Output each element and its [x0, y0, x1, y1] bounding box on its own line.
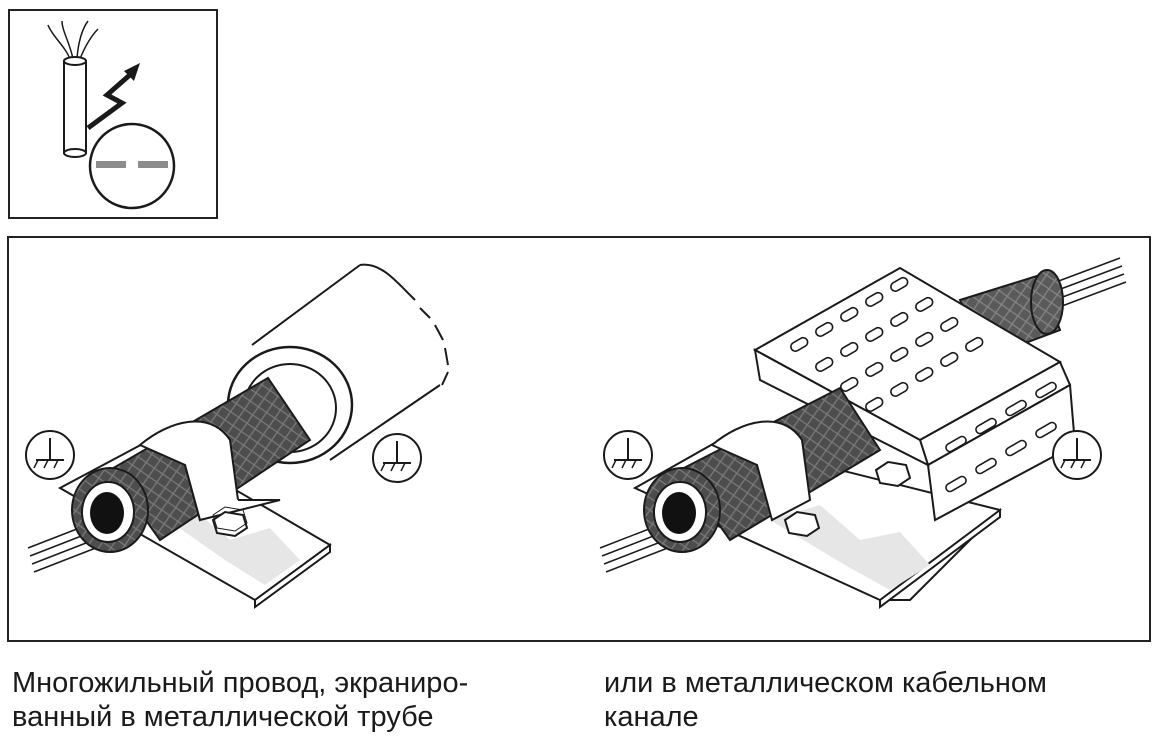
cable-in-metal-pipe	[25, 262, 455, 609]
caption-right-line-1: или в металлическом кабельном	[604, 667, 1047, 699]
ground-symbol-icon	[1052, 430, 1102, 480]
ground-symbol-icon	[372, 433, 422, 483]
ground-symbol-icon	[603, 430, 653, 480]
emi-pictogram-frame	[8, 9, 218, 219]
caption-cable-tray: или в металлическом кабельном канале	[604, 666, 1144, 734]
emi-shield-warning-icon	[47, 20, 176, 210]
cable-in-metal-tray	[599, 257, 1127, 609]
caption-right-line-2: канале	[604, 701, 699, 733]
ground-symbol-icon	[25, 430, 75, 480]
caption-metal-pipe: Многожильный провод, экраниро- ванный в …	[12, 666, 572, 734]
caption-left-line-1: Многожильный провод, экраниро-	[12, 667, 469, 699]
shielding-illustration-frame	[7, 236, 1151, 642]
caption-left-line-2: ванный в металлической трубе	[12, 701, 434, 733]
